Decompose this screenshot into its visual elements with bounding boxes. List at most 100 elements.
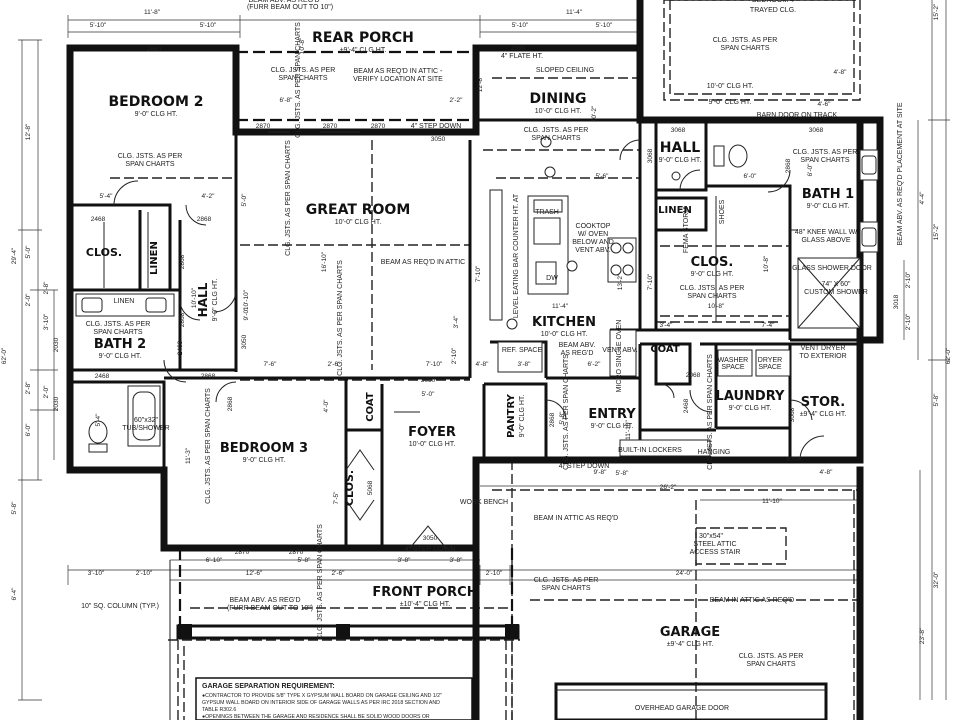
dimension-label-vertical: 62'-0" bbox=[1, 347, 8, 364]
room-name-bedroom-2: BEDROOM 2 bbox=[109, 94, 204, 110]
room-ceiling-bedroom-3: 9'-0" CLG HT. bbox=[243, 457, 286, 464]
dimension-label: 12'-6" bbox=[246, 570, 263, 577]
room-name-foyer: FOYER bbox=[408, 425, 456, 440]
dimension-label: 2068 bbox=[686, 372, 701, 379]
room-name-front-porch: FRONT PORCH bbox=[372, 585, 477, 600]
room-name-pantry: PANTRY bbox=[506, 393, 517, 437]
dimension-label: 3'-8" bbox=[398, 557, 412, 564]
plan-note: TUB/SHOWER bbox=[122, 425, 169, 432]
room-name-dining: DINING bbox=[530, 91, 587, 107]
dimension-label-vertical: 11'-10" bbox=[625, 419, 632, 439]
dimension-label: 3050 bbox=[431, 136, 446, 143]
plan-note: SPAN CHARTS bbox=[125, 161, 174, 168]
dimension-label-vertical: 2868 bbox=[179, 312, 186, 327]
dimension-label: 3050 bbox=[421, 377, 436, 384]
dimension-label-vertical: 4'-4" bbox=[919, 191, 926, 205]
dimension-label-vertical: 2468 bbox=[177, 340, 184, 355]
dimension-label-vertical: 3018 bbox=[893, 294, 900, 309]
dimension-label-vertical: 5'-0" bbox=[25, 245, 32, 259]
dimension-label: 6'-8" bbox=[280, 97, 294, 104]
plan-note: SLOPED CEILING bbox=[536, 67, 594, 74]
dimension-label: 11'-10" bbox=[762, 498, 782, 505]
plan-note-vertical: BEAM ABV. AS REQ'D PLACEMENT AT SITE bbox=[897, 102, 904, 245]
dimension-label: 2870 bbox=[256, 123, 271, 130]
dimension-label-vertical: 2868 bbox=[549, 412, 556, 427]
dimension-label: 5'-4" bbox=[100, 193, 114, 200]
dimension-label-vertical: 2'-8" bbox=[43, 281, 50, 295]
room-name-hall-upper: HALL bbox=[660, 140, 700, 156]
plan-note: SPAN CHARTS bbox=[746, 661, 795, 668]
dimension-label: 2660 bbox=[147, 46, 162, 53]
room-ceiling-great-room: 10'-0" CLG HT. bbox=[335, 219, 382, 226]
dimension-label: 5'-8" bbox=[616, 470, 630, 477]
dimension-label-vertical: 2030 bbox=[53, 337, 60, 352]
garage-door bbox=[554, 682, 828, 720]
dimension-label-vertical: 10'-2" bbox=[591, 105, 598, 122]
dimension-label: 11'-4" bbox=[566, 9, 583, 16]
plan-note: SPAN CHARTS bbox=[687, 293, 736, 300]
note-line: ●CONTRACTOR TO PROVIDE 5/8" TYPE X GYPSU… bbox=[202, 693, 442, 699]
dimension-label-vertical: 2868 bbox=[179, 254, 186, 269]
dimension-label-vertical: 23'-8" bbox=[919, 627, 926, 644]
dimension-label-vertical: 62'-0" bbox=[945, 347, 952, 364]
plan-note-vertical: SHOES bbox=[719, 199, 726, 224]
room-ceiling-foyer: 10'-0" CLG HT. bbox=[409, 441, 456, 448]
dimension-label-vertical: 2'-10" bbox=[905, 271, 912, 288]
dimension-lines bbox=[18, 0, 950, 701]
dimension-label: 4'-2" bbox=[202, 193, 216, 200]
room-name-clos-main: CLOS. bbox=[691, 255, 734, 270]
plan-note: CLG. JSTS. AS PER bbox=[713, 37, 778, 44]
fixtures bbox=[75, 136, 879, 457]
dimension-label: 3'-8" bbox=[450, 557, 464, 564]
plan-note: VENT DRYER bbox=[801, 345, 846, 352]
plan-note: REF. SPACE bbox=[502, 347, 543, 354]
dimension-label: 2468 bbox=[91, 216, 106, 223]
plan-note: CLG. JSTS. AS PER bbox=[271, 67, 336, 74]
plan-note: SPACE bbox=[721, 364, 745, 371]
plan-note: CLG. JSTS. AS PER bbox=[680, 285, 745, 292]
plan-note: CLG. JSTS. AS PER bbox=[86, 321, 151, 328]
dimension-label: 6'-10" bbox=[206, 557, 223, 564]
plan-note: 48" KNEE WALL W/ bbox=[795, 229, 857, 236]
plan-note: ACCESS STAIR bbox=[690, 549, 741, 556]
plan-note-vertical: CLG. JSTS. AS PER SPAN CHARTS bbox=[317, 524, 324, 640]
dimension-label-vertical: 2868 bbox=[785, 158, 792, 173]
dimension-label-vertical: 3068 bbox=[647, 148, 654, 163]
plan-note: SPAN CHARTS bbox=[800, 157, 849, 164]
plan-note: BEAM ABV. bbox=[559, 342, 596, 349]
plan-note: COOKTOP bbox=[576, 223, 611, 230]
dimension-label: 6'-2" bbox=[588, 361, 602, 368]
dimension-label: 4'-8" bbox=[476, 361, 490, 368]
plan-note: 9'-0" CLG HT. bbox=[709, 99, 752, 106]
plan-note: BARN DOOR ON TRACK bbox=[757, 112, 838, 119]
dimension-label-vertical: 7'-5" bbox=[333, 491, 340, 505]
room-ceiling-hall-upper: 9'-0" CLG HT. bbox=[659, 157, 702, 164]
dimension-label: 5'-8" bbox=[298, 557, 312, 564]
dimension-label-vertical: 6'-0" bbox=[807, 163, 814, 177]
plan-note: BEAM ABV. AS REG'D bbox=[229, 597, 300, 604]
dimension-label-vertical: 5068 bbox=[367, 480, 374, 495]
dimension-label: 9'-8" bbox=[594, 469, 608, 476]
room-ceiling-kitchen: 10'-0" CLG HT. bbox=[541, 331, 588, 338]
dimension-label-vertical: 2'-8" bbox=[25, 381, 32, 395]
plan-note: SPAN CHARTS bbox=[531, 135, 580, 142]
dimension-label: 6'-0" bbox=[744, 173, 758, 180]
room-name-stor: STOR. bbox=[801, 395, 845, 410]
plan-note: VENT ABV. bbox=[602, 347, 637, 354]
plan-note: SPAN CHARTS bbox=[720, 45, 769, 52]
plan-note: CLG. JSTS. AS PER bbox=[739, 653, 804, 660]
plan-note: SPAN CHARTS bbox=[541, 585, 590, 592]
room-name-clos-bed3: CLOS. bbox=[343, 470, 356, 506]
plan-note: 4" STEP DOWN bbox=[411, 123, 462, 130]
dimension-label: 7'-4" bbox=[762, 322, 776, 329]
dimension-label-vertical: 3'-4" bbox=[453, 315, 460, 329]
room-name-entry: ENTRY bbox=[588, 407, 636, 422]
plan-note: 10" SQ. COLUMN (TYP.) bbox=[81, 603, 159, 610]
plan-note: 10'-0" CLG HT. bbox=[707, 83, 754, 90]
room-ceiling-hall-left: 9'-0" CLG HT. bbox=[212, 279, 219, 322]
dimension-label-vertical: 2468 bbox=[683, 398, 690, 413]
plan-note-vertical: MICRO SINGLE OVEN bbox=[616, 320, 623, 393]
plan-note: 4" STEP DOWN bbox=[559, 463, 610, 470]
plan-note-vertical: LEVEL EATING BAR COUNTER HT. AT bbox=[513, 193, 520, 318]
plan-note: WASHER bbox=[718, 357, 748, 364]
